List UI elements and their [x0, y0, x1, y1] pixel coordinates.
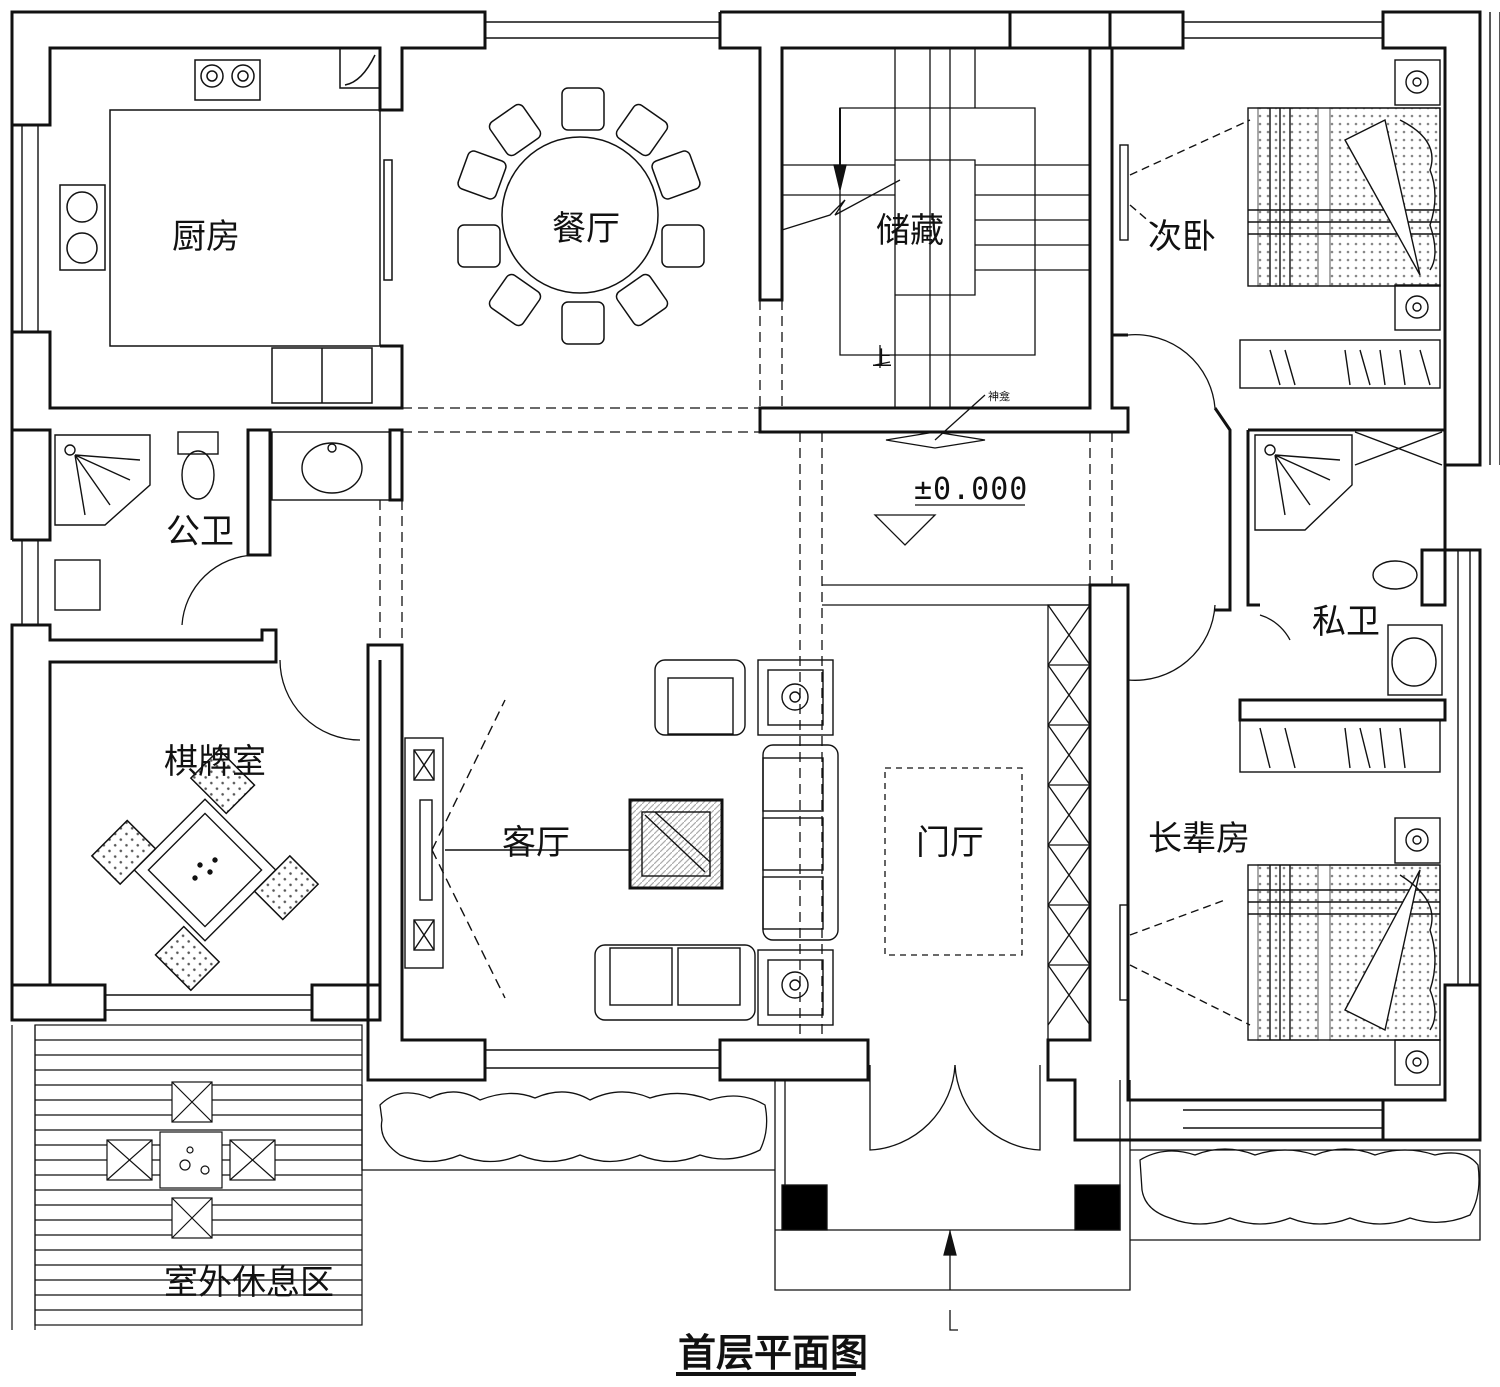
elevation-mark: ±0.000 — [914, 472, 1029, 507]
mahjong-table — [90, 748, 320, 992]
dashed-lines — [379, 300, 1113, 1040]
door-arcs — [181, 334, 1291, 1151]
room-label-outdoor-rest-area: 室外休息区 — [164, 1263, 334, 1303]
shrubs — [361, 1085, 1481, 1241]
staircase — [781, 48, 1090, 449]
foyer-elements — [873, 504, 1091, 1041]
dining-table — [457, 87, 705, 345]
room-label-private-bathroom: 私卫 — [1312, 602, 1380, 642]
living-room-furniture — [404, 659, 839, 1026]
kitchen-fixtures — [59, 47, 393, 404]
stair-up-mark: 上 — [872, 346, 892, 370]
entrance-porch — [774, 1080, 1131, 1331]
second-bedroom-bed — [1119, 59, 1441, 389]
room-label-second-bedroom: 次卧 — [1148, 217, 1216, 257]
room-label-storage: 储藏 — [876, 211, 944, 251]
drawing-title: 首层平面图 — [678, 1330, 869, 1375]
title-underline — [676, 1372, 856, 1376]
niche-note: 神龛 — [988, 390, 1010, 403]
windows — [21, 12, 1500, 1129]
private-bathroom-fixtures — [1239, 431, 1443, 773]
room-label-kitchen: 厨房 — [172, 217, 240, 257]
room-label-chess-room: 棋牌室 — [164, 742, 266, 782]
public-bathroom-fixtures — [54, 431, 391, 611]
room-label-living-room: 客厅 — [502, 823, 570, 863]
elder-room-bed — [1119, 817, 1441, 1086]
room-label-dining: 餐厅 — [552, 209, 620, 249]
outdoor-deck — [11, 1024, 363, 1330]
room-label-elder-room: 长辈房 — [1148, 819, 1250, 859]
room-label-public-bathroom: 公卫 — [166, 512, 234, 552]
room-label-foyer: 门厅 — [916, 823, 984, 863]
